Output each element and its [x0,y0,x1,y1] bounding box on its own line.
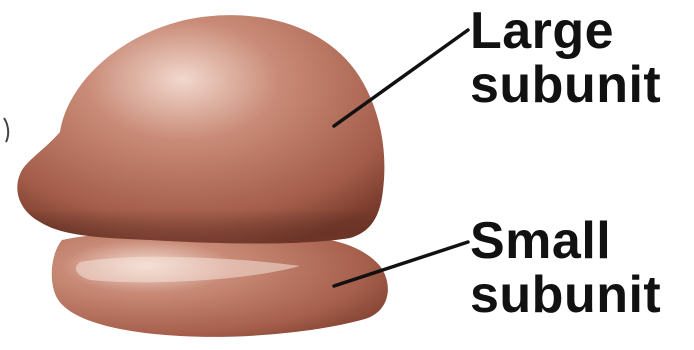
large-subunit-label-line1: Large [470,4,661,58]
small-subunit-label-line2: subunit [470,268,661,322]
large-subunit-bottom-shade [17,15,384,243]
edge-mark [4,118,8,142]
large-subunit-label: Large subunit [470,4,661,112]
small-subunit-label: Small subunit [470,214,661,322]
small-subunit-label-line1: Small [470,214,661,268]
large-subunit-label-line2: subunit [470,58,661,112]
